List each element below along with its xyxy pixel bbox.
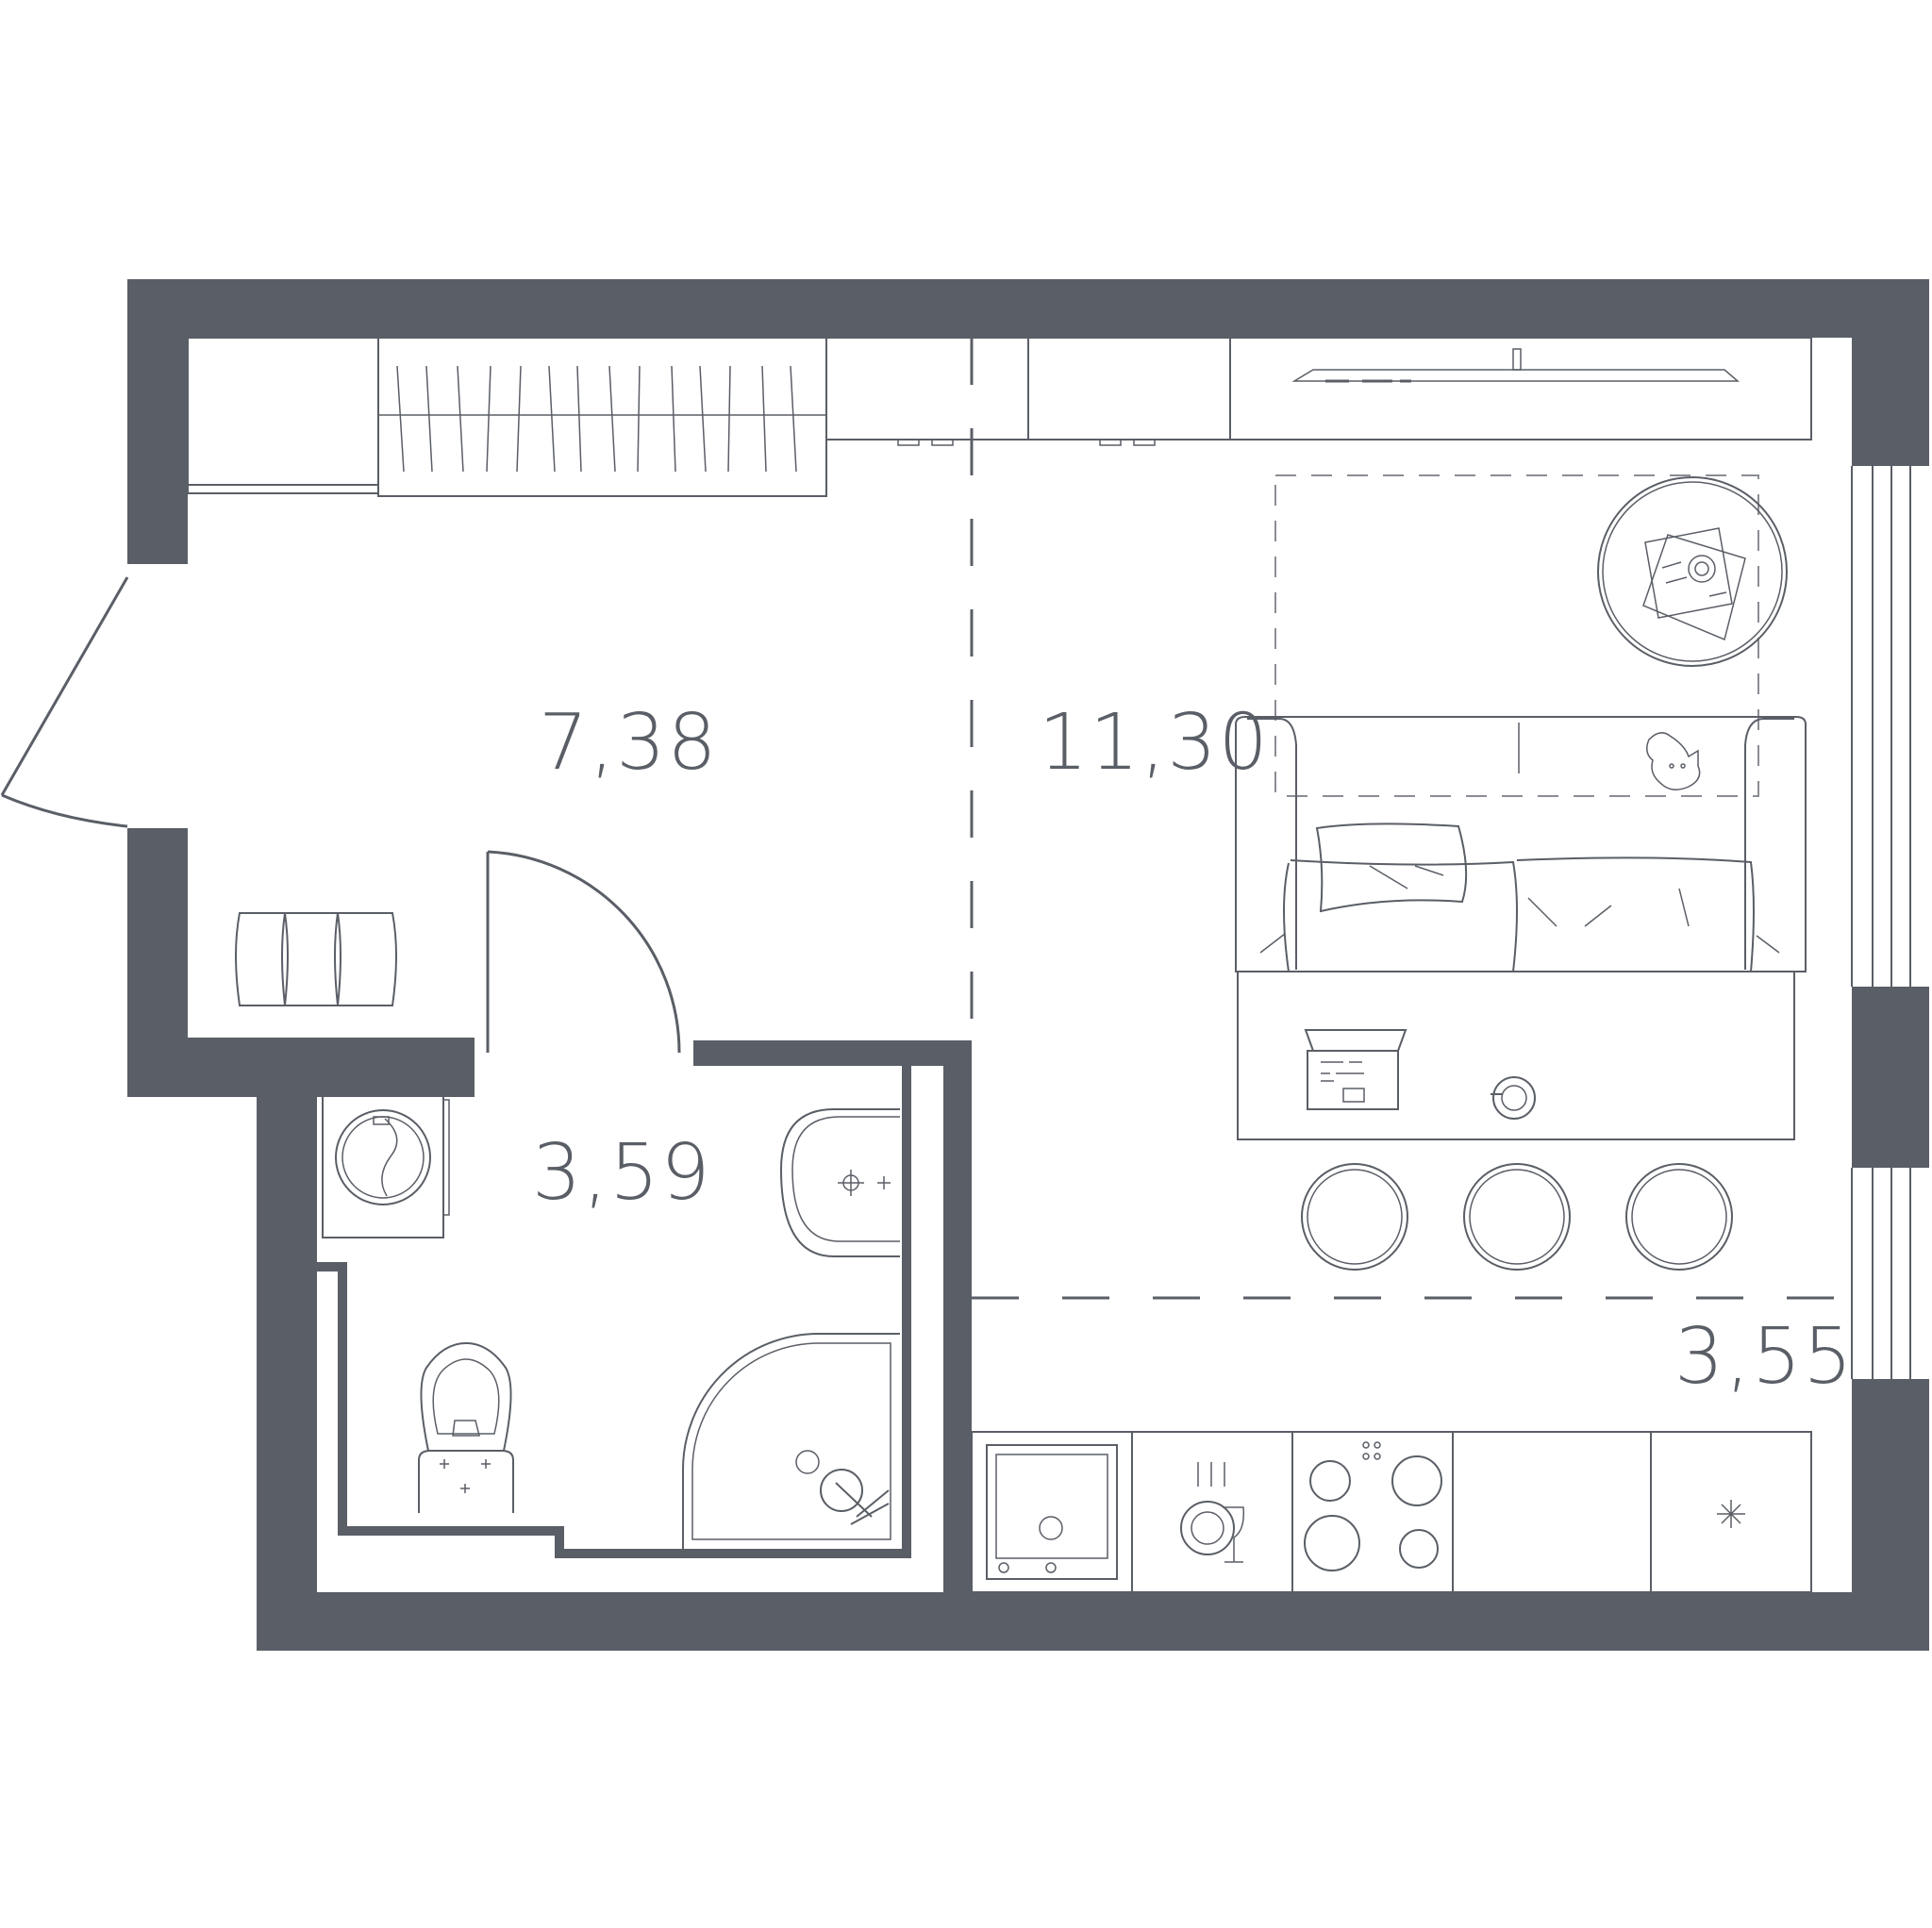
sofa-icon	[1235, 716, 1807, 972]
window-icon	[1851, 466, 1911, 1379]
stool-icon	[1301, 1163, 1733, 1271]
room-area-hallway: 7,38	[539, 698, 719, 788]
sink-icon	[779, 1108, 900, 1257]
bathroom-door-icon	[486, 850, 681, 1054]
cup-icon	[1491, 1076, 1536, 1120]
walls	[127, 279, 1929, 1651]
cat-icon	[1646, 732, 1701, 790]
room-area-living-room: 11,30	[1039, 698, 1270, 788]
room-area-kitchen: 3,55	[1674, 1312, 1855, 1402]
kitchen-units	[971, 1431, 1812, 1593]
toilet-icon	[418, 1341, 514, 1513]
entrance-door-icon	[0, 576, 129, 828]
zone-dividers	[970, 338, 1852, 1300]
oven-icon	[986, 1444, 1118, 1580]
tv-icon	[825, 337, 1812, 446]
fridge-icon	[1717, 1500, 1745, 1528]
wardrobe-icon	[187, 337, 827, 497]
coffee-table-icon	[1597, 476, 1788, 667]
shower-icon	[682, 1333, 900, 1549]
laptop-icon	[1304, 1029, 1407, 1110]
washing-machine-icon	[322, 1076, 450, 1238]
dishwasher-icon	[1180, 1462, 1245, 1563]
bar-counter	[1237, 971, 1795, 1140]
pouf-icon	[235, 912, 397, 1006]
cooktop-icon	[1304, 1441, 1442, 1571]
room-area-bathroom: 3,59	[532, 1128, 712, 1218]
